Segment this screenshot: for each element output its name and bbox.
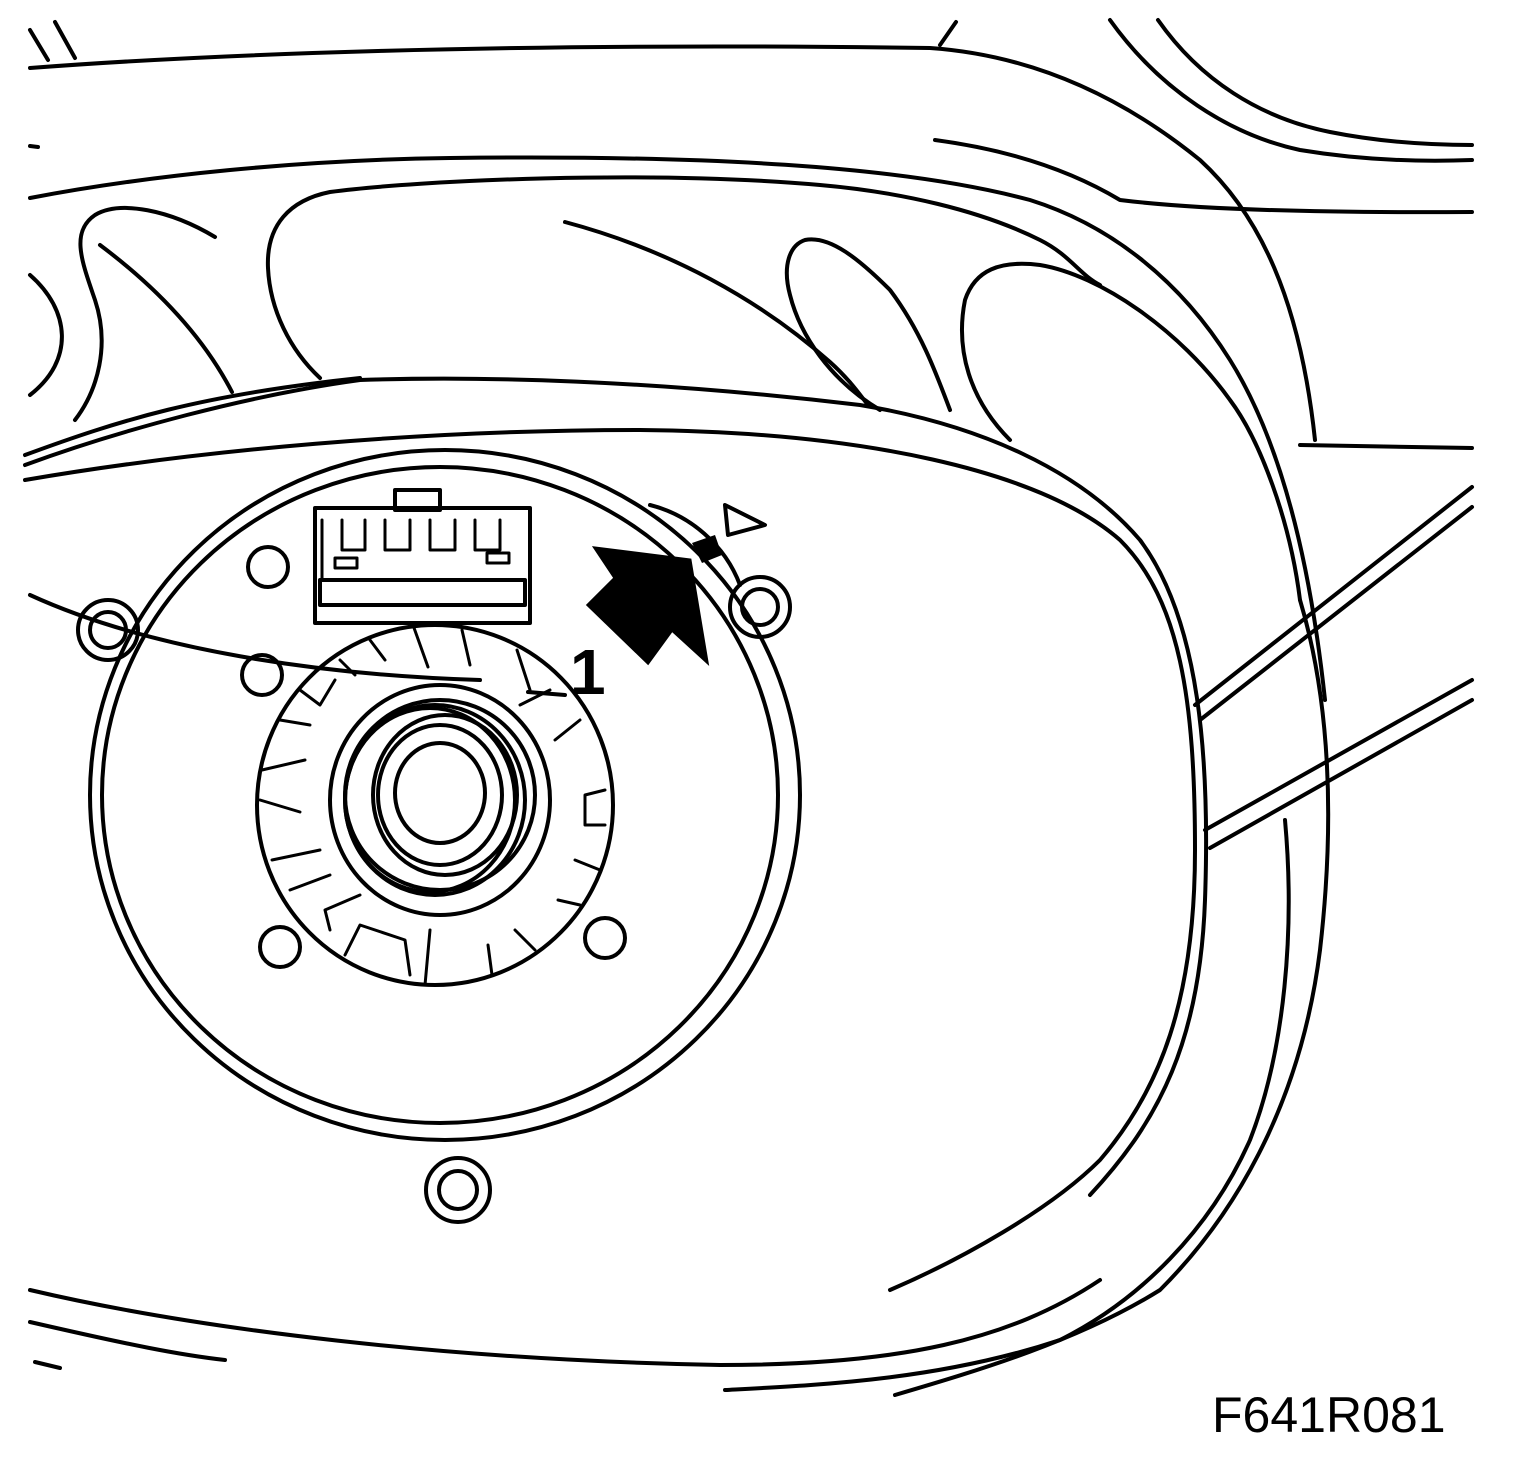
- figure-code: F641R081: [1212, 1387, 1446, 1443]
- screw-hole: [258, 925, 302, 969]
- steering-wheel-upper-rim: [28, 18, 1474, 702]
- screw-hole: [246, 545, 290, 589]
- electrical-connector: [313, 488, 532, 625]
- bold-arrow-icon: [585, 546, 710, 667]
- contact-reel-assembly: [76, 448, 802, 1224]
- inner-reel-ring: [255, 623, 615, 987]
- triangle-marker-icon: [648, 503, 767, 587]
- mounting-tab-bottom: [424, 1156, 492, 1224]
- mounting-tab-left: [76, 598, 140, 662]
- screw-hole: [240, 653, 284, 697]
- screw-hole: [583, 916, 627, 960]
- callout-leader: [526, 690, 567, 697]
- mounting-tab-right: [728, 575, 792, 639]
- steering-column-hub: [343, 698, 537, 897]
- wheel-spoke-contours: [28, 175, 1474, 602]
- callout-label: 1: [570, 636, 606, 708]
